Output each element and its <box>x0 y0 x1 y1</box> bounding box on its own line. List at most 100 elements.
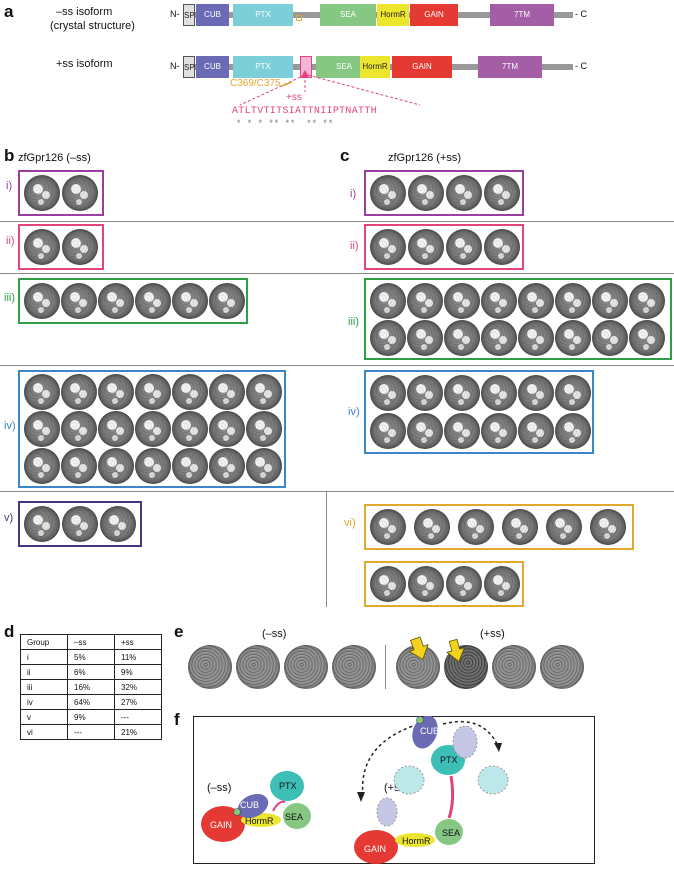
class-average <box>209 283 245 319</box>
class-average <box>481 413 517 449</box>
class-average <box>172 411 208 447</box>
group-vi-box-c-1 <box>364 504 634 550</box>
table-cell: 16% <box>67 679 115 695</box>
class-average <box>444 320 480 356</box>
model-frame <box>193 716 595 864</box>
class-average <box>370 175 406 211</box>
class-average <box>481 320 517 356</box>
class-average <box>370 509 406 545</box>
group-v-box-b <box>18 501 142 547</box>
table-cell: 6% <box>67 664 115 680</box>
class-average <box>408 175 444 211</box>
sea-domain-ss: SEA <box>316 56 372 78</box>
header-cell: +ss <box>114 634 162 650</box>
row-separator-2 <box>0 273 674 274</box>
class-average <box>555 283 591 319</box>
class-average <box>414 509 450 545</box>
class-average <box>246 374 282 410</box>
raw-particle-image <box>236 645 280 689</box>
panel-b-title: zfGpr126 (–ss) <box>18 152 91 164</box>
ss-sequence: ATLTVTITSIATTNIIPTNATTH <box>232 106 377 117</box>
ptx-label: PTX <box>279 781 297 791</box>
panel-d-letter: d <box>4 622 15 641</box>
class-average <box>370 283 406 319</box>
cub-shape <box>237 793 269 819</box>
class-average <box>172 374 208 410</box>
cys-mark-minus <box>296 15 302 21</box>
domain-model-svg <box>201 716 509 864</box>
ss-insert <box>300 56 312 78</box>
tm-domain: 7TM <box>490 4 554 26</box>
table-cell: v <box>20 709 68 725</box>
cub-domain: CUB <box>196 4 229 26</box>
group-iii-label-b: iii) <box>4 292 15 304</box>
class-average <box>444 283 480 319</box>
panel-b-letter: b <box>4 146 15 165</box>
class-average <box>484 566 520 602</box>
group-i-box-b <box>18 170 104 216</box>
class-average <box>246 448 282 484</box>
group-ii-box-b <box>18 224 104 270</box>
gain-domain-ss: GAIN <box>392 56 452 78</box>
class-average <box>555 320 591 356</box>
table-cell: iii <box>20 679 68 695</box>
class-average <box>502 509 538 545</box>
sp-domain-ss: SP <box>183 56 195 78</box>
header-cell: Group <box>20 634 68 650</box>
n-term-b: N- <box>170 61 180 71</box>
group-iii-box-c <box>364 278 672 360</box>
cub-ghost-right <box>452 725 478 759</box>
class-average <box>407 375 443 411</box>
yellow-arrow-icon <box>408 636 429 660</box>
class-average <box>24 283 60 319</box>
table-cell: iv <box>20 694 68 710</box>
sea-shape-ss <box>435 819 463 845</box>
minus-ss-label: –ss isoform <box>56 6 113 18</box>
row-separator-1 <box>0 221 674 222</box>
group-i-label-c: i) <box>350 188 357 200</box>
sea-label: SEA <box>285 812 304 822</box>
class-average <box>98 283 134 319</box>
class-average <box>481 283 517 319</box>
class-average <box>446 175 482 211</box>
class-average <box>407 283 443 319</box>
gain-domain: GAIN <box>410 4 458 26</box>
group-iii-label-c: iii) <box>348 316 359 328</box>
ptx-label-ss: PTX <box>440 755 458 765</box>
class-average <box>135 411 171 447</box>
group-iii-box-b <box>18 278 248 324</box>
class-average <box>100 506 136 542</box>
group-v-label-b: v) <box>4 512 14 524</box>
tm-domain-ss: 7TM <box>478 56 542 78</box>
cys-label: C369/C375 <box>230 78 281 89</box>
header-cell: –ss <box>67 634 115 650</box>
cub-label: CUB <box>240 800 260 810</box>
class-average <box>370 229 406 265</box>
yellow-arrow-icon <box>446 638 466 663</box>
group-iv-label-b: iv) <box>4 420 16 432</box>
gain-shape-ss <box>354 830 398 864</box>
class-average <box>370 566 406 602</box>
ss-label: +ss <box>286 92 302 103</box>
cub-shape-ss <box>412 716 438 749</box>
raw-particle-image <box>492 645 536 689</box>
hormr-label-ss: HormR <box>402 836 431 846</box>
class-average <box>135 374 171 410</box>
table-cell: --- <box>67 724 115 740</box>
group-ii-label-c: ii) <box>350 240 359 252</box>
panel-f-letter: f <box>174 710 180 729</box>
group-vi-box-c-2 <box>364 561 524 607</box>
class-average <box>444 375 480 411</box>
class-average <box>98 411 134 447</box>
class-average <box>592 283 628 319</box>
arrow-icons <box>408 636 466 663</box>
sea-domain: SEA <box>320 4 376 26</box>
class-average <box>24 229 60 265</box>
class-average <box>481 375 517 411</box>
class-average <box>62 175 98 211</box>
class-average <box>408 566 444 602</box>
class-average <box>135 283 171 319</box>
